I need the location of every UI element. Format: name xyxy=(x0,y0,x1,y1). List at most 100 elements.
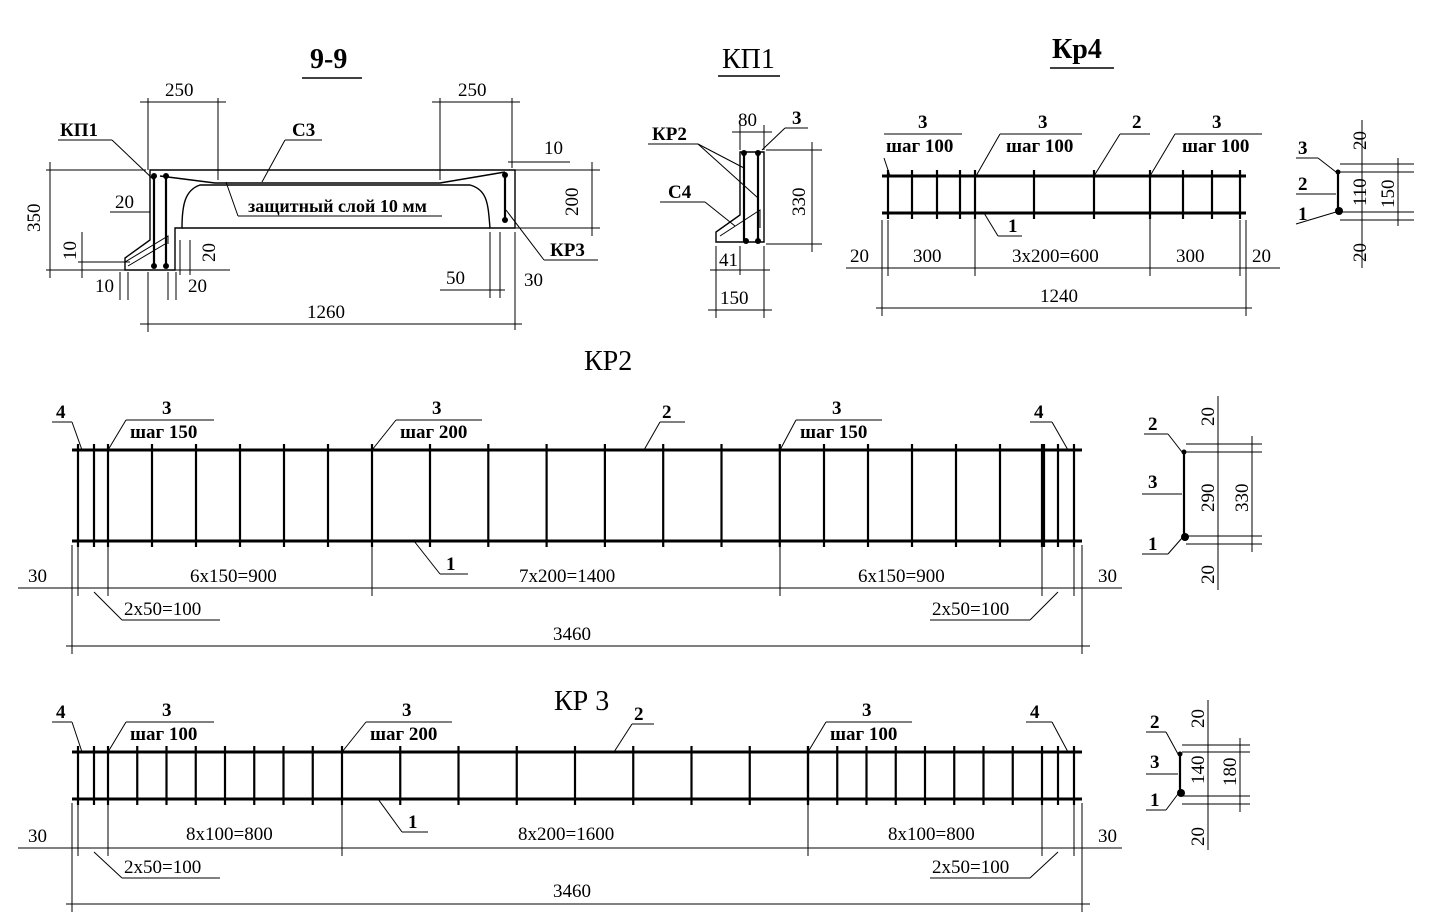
kr2-label-4-right: 4 xyxy=(1034,402,1044,423)
kr2-sec-1: 1 xyxy=(1148,534,1158,555)
kp1-detail: КП1 80 330 41 150 КР2 С4 3 xyxy=(648,44,822,318)
kr2-detail: КР2 4 3 шаг 150 3 шаг 200 2 3 шаг 150 4 … xyxy=(18,346,1262,654)
kr3-label-c-num: 3 xyxy=(862,700,872,721)
kr2-dim-100-left: 2x50=100 xyxy=(124,599,201,620)
label-kr3: КР3 xyxy=(550,240,585,261)
kr4-sec-d110: 110 xyxy=(1350,178,1371,206)
kr3-detail: КР 3 4 3 шаг 100 3 шаг 200 2 3 шаг 100 4… xyxy=(18,686,1250,912)
kr2-dim-30-left: 30 xyxy=(28,566,47,587)
kr4-sec-d150: 150 xyxy=(1378,180,1399,209)
kr4-dim-mid: 3x200=600 xyxy=(1012,246,1099,267)
kr3-label-b-step: шаг 200 xyxy=(370,724,437,745)
kr4-title: Кр4 xyxy=(1052,34,1102,65)
kr3-label-1: 1 xyxy=(408,812,418,833)
label-kp1: КП1 xyxy=(60,120,98,141)
kr4-detail: Кр4 3 шаг 100 3 шаг 100 2 3 шаг 100 1 20… xyxy=(846,34,1414,316)
mesh-c3 xyxy=(159,171,506,184)
kr4-dim-20-right: 20 xyxy=(1252,246,1271,267)
kr2-sec-2: 2 xyxy=(1148,414,1158,435)
kp1-outline xyxy=(715,151,765,243)
kr4-label-4-step: шаг 100 xyxy=(1182,136,1249,157)
kr4-dim-300-right: 300 xyxy=(1176,246,1205,267)
kr3-dim-100-left: 2x50=100 xyxy=(124,857,201,878)
kr3-label-a-num: 3 xyxy=(162,700,172,721)
kr4-label-2-num: 3 xyxy=(1038,112,1048,133)
kr3-dim-100-right: 2x50=100 xyxy=(932,857,1009,878)
dim-50: 50 xyxy=(446,268,465,289)
kr2-label-c-step: шаг 150 xyxy=(800,422,867,443)
section-outline xyxy=(124,169,516,271)
kp1-label-kr2: КР2 xyxy=(652,124,687,145)
dim-top-left: 250 xyxy=(165,80,194,101)
kr2-dim-30-right: 30 xyxy=(1098,566,1117,587)
kr3-dim-30-right: 30 xyxy=(1098,826,1117,847)
kr2-dim-100-right: 2x50=100 xyxy=(932,599,1009,620)
kr3-dim-30-left: 30 xyxy=(28,826,47,847)
kr4-label-1-num: 3 xyxy=(918,112,928,133)
dim-10-right: 10 xyxy=(544,138,563,159)
kr3-label-4-left: 4 xyxy=(56,702,66,723)
kr3-dim-total: 3460 xyxy=(553,881,591,902)
kr2-label-4-left: 4 xyxy=(56,402,66,423)
kr2-sec-d330: 330 xyxy=(1232,484,1253,513)
dim-1260: 1260 xyxy=(307,302,345,323)
kr2-dim-s2: 7x200=1400 xyxy=(519,566,615,587)
kr4-sec-d20-top: 20 xyxy=(1350,131,1371,150)
section-title: 9-9 xyxy=(310,44,347,75)
kr3-label-2: 2 xyxy=(634,704,644,725)
kp1-dim-41: 41 xyxy=(719,250,738,271)
section-haunch-detail xyxy=(124,235,169,263)
kr4-dim-300-left: 300 xyxy=(913,246,942,267)
kr3-stirrups xyxy=(76,746,1076,805)
kr3-sec-3: 3 xyxy=(1150,752,1160,773)
kr4-dim-total: 1240 xyxy=(1040,286,1078,307)
kr2-label-1: 1 xyxy=(446,554,456,575)
kp1-dim-top: 80 xyxy=(738,110,757,131)
kr3-sec-d140: 140 xyxy=(1188,756,1209,785)
kr3-dim-s2: 8x200=1600 xyxy=(518,824,614,845)
kr4-sec-2: 2 xyxy=(1298,174,1308,195)
dim-10-v: 10 xyxy=(60,241,81,260)
kr2-sec-d290: 290 xyxy=(1198,484,1219,513)
label-cover: защитный слой 10 мм xyxy=(248,196,427,216)
kr2-label-c-num: 3 xyxy=(832,398,842,419)
kp1-title: КП1 xyxy=(722,44,775,75)
kr3-title: КР 3 xyxy=(554,686,609,717)
kr3-label-4-right: 4 xyxy=(1030,702,1040,723)
dim-h-left: 350 xyxy=(24,204,45,233)
kr4-label-bottom: 1 xyxy=(1008,216,1018,237)
dim-top-right: 250 xyxy=(458,80,487,101)
kr2-label-a-num: 3 xyxy=(162,398,172,419)
dim-30: 30 xyxy=(524,270,543,291)
kr4-label-4-num: 3 xyxy=(1212,112,1222,133)
kr4-label-3-num: 2 xyxy=(1132,112,1142,133)
kp1-label-c4: С4 xyxy=(668,182,692,203)
kr2-dim-s1: 6x150=900 xyxy=(190,566,277,587)
kr2-title: КР2 xyxy=(584,346,632,377)
kr2-sec-d20-top: 20 xyxy=(1198,407,1219,426)
kr2-sec-d20-bottom: 20 xyxy=(1198,565,1219,584)
kr3-dim-s3: 8x100=800 xyxy=(888,824,975,845)
kr2-sec-3: 3 xyxy=(1148,472,1158,493)
kr2-label-2: 2 xyxy=(662,402,672,423)
dim-20-inner: 20 xyxy=(199,243,220,262)
kr4-label-1-step: шаг 100 xyxy=(886,136,953,157)
dim-h-right: 200 xyxy=(562,188,583,217)
kr4-dim-20-left: 20 xyxy=(850,246,869,267)
kr3-label-a-step: шаг 100 xyxy=(130,724,197,745)
dim-20-left: 20 xyxy=(115,192,134,213)
kr4-sec-d20-bottom: 20 xyxy=(1350,243,1371,262)
label-c3: С3 xyxy=(292,120,315,141)
kr3-label-c-step: шаг 100 xyxy=(830,724,897,745)
kr2-dim-total: 3460 xyxy=(553,624,591,645)
kr3-dim-s1: 8x100=800 xyxy=(186,824,273,845)
kr4-sec-3: 3 xyxy=(1298,138,1308,159)
kr3-sec-d20-top: 20 xyxy=(1188,709,1209,728)
kr2-label-b-step: шаг 200 xyxy=(400,422,467,443)
kp1-dim-150: 150 xyxy=(720,288,749,309)
kr3-sec-2: 2 xyxy=(1150,712,1160,733)
kr2-stirrups xyxy=(76,444,1076,547)
kp1-dim-height: 330 xyxy=(789,188,810,217)
kr2-dim-s3: 6x150=900 xyxy=(858,566,945,587)
